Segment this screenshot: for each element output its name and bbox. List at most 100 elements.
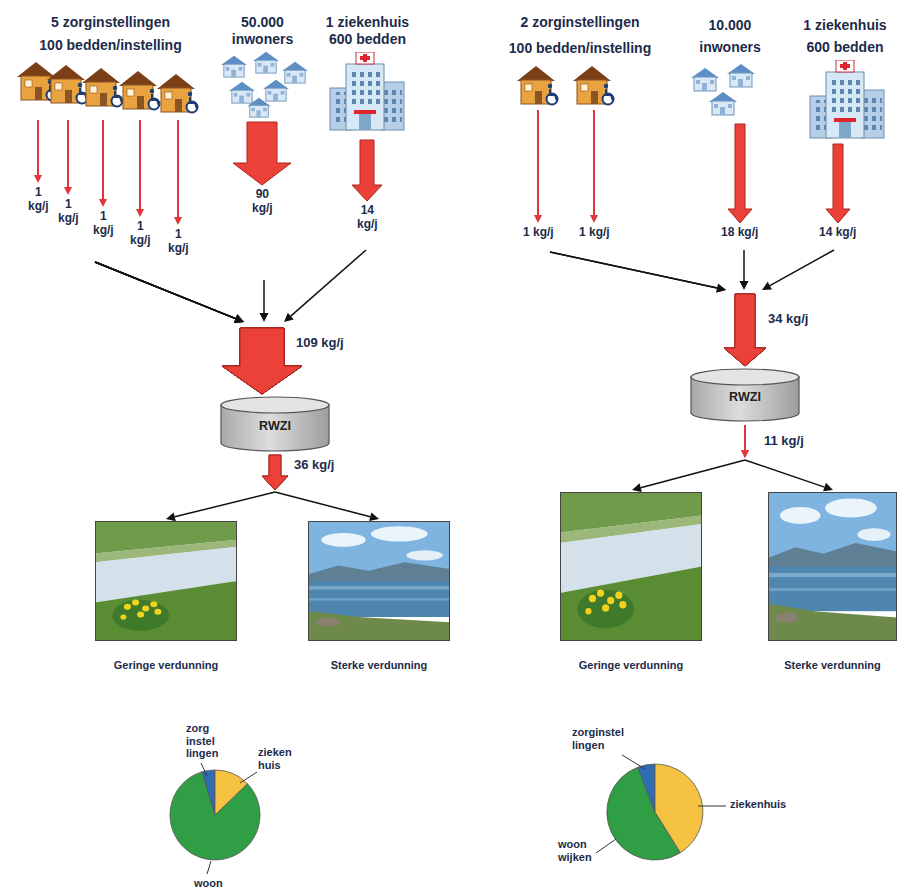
pie-label: zorginstel lingen — [572, 726, 624, 751]
flow-connector — [95, 120, 302, 394]
pie-chart — [607, 764, 703, 860]
flow-amount-label: 18 kg/j — [721, 226, 758, 240]
connector-line — [744, 425, 746, 450]
arrowhead — [534, 215, 542, 223]
source-group: 1 ziekenhuis 600 bedden — [795, 6, 895, 142]
photo-caption: Geringe verdunning — [95, 658, 237, 672]
treatment-plant-cylinder: RWZI — [690, 368, 800, 422]
leader-lines — [201, 755, 726, 874]
cylinder-top — [221, 397, 329, 413]
arrowhead — [741, 450, 749, 458]
flow-label-anchor: 1 kg/j — [168, 228, 189, 256]
photo-frame — [95, 521, 237, 641]
pie-chart — [638, 764, 655, 812]
flow-connector — [95, 120, 302, 394]
flow-label-anchor: 14 kg/j — [819, 226, 856, 240]
flow-connector — [724, 144, 850, 366]
source-heading: 100 bedden/instelling — [500, 40, 660, 57]
connector-line — [139, 120, 141, 209]
house-icons — [229, 82, 255, 103]
photo-caption: Sterke verdunning — [308, 658, 450, 672]
source-heading: 5 zorginstellingen — [8, 14, 213, 31]
connector-line — [745, 460, 824, 487]
connector-line — [291, 250, 366, 316]
source-heading: 10.000 inwoners — [699, 14, 760, 58]
house-icons — [221, 52, 755, 117]
photos — [560, 492, 702, 641]
source-heading: 1 ziekenhuis 600 bedden — [324, 14, 412, 48]
source-heading: 100 bedden/instelling — [8, 37, 213, 54]
connector-line — [37, 120, 39, 175]
flow-arrow — [222, 328, 302, 394]
flow-amount-label: 1 kg/j — [28, 186, 49, 214]
photo-frame — [308, 521, 450, 641]
flow-label-anchor: 1 kg/j — [58, 198, 79, 226]
house-icons — [253, 52, 279, 73]
connector-line — [67, 120, 69, 187]
flow-amount-label: 109 kg/j — [296, 336, 344, 351]
hospital-icons — [330, 52, 404, 130]
water-photo: Geringe verdunning — [95, 521, 237, 672]
flow-connector — [741, 425, 833, 491]
source-group: 5 zorginstellingen 100 bedden/instelling — [8, 6, 213, 118]
flow-arrow — [222, 328, 302, 394]
flow-connector — [724, 124, 766, 366]
text-label-anchor: ziekenhuis — [730, 798, 786, 811]
arrowhead — [284, 313, 294, 322]
flow-connector — [64, 120, 302, 394]
flow-arrow — [233, 122, 291, 185]
arrowhead — [260, 313, 269, 322]
flow-amount-label: 1 kg/j — [579, 226, 610, 240]
care-home-icons — [47, 65, 88, 104]
flow-arrow — [724, 294, 766, 366]
care-home-icons — [157, 74, 198, 113]
pie-chart — [170, 770, 260, 860]
flow-arrow — [222, 328, 302, 394]
arrowhead — [136, 209, 144, 217]
flow-label-anchor: 1 kg/j — [523, 226, 554, 240]
flow-connector — [534, 110, 766, 366]
arrowhead — [716, 284, 726, 293]
connector-line — [175, 492, 275, 517]
source-heading: 50.000 inwoners — [232, 14, 293, 48]
pie-label: woon wijken — [558, 838, 592, 863]
flow-arrow — [826, 144, 850, 223]
care-home-icons — [17, 62, 614, 113]
care-home-icons — [517, 66, 558, 105]
flow-arrow — [352, 140, 382, 201]
photo-frame — [560, 492, 702, 641]
flow-connector — [95, 120, 302, 394]
house-icons — [691, 68, 719, 91]
hospital-icons — [330, 52, 884, 138]
connector-line — [743, 250, 745, 281]
flow-connector — [262, 455, 379, 521]
pie-chart — [202, 770, 215, 815]
flow-arrow — [222, 328, 302, 394]
arrowhead — [590, 215, 598, 223]
photos — [95, 492, 897, 641]
text-label-anchor: zorg instel lingen — [186, 722, 218, 760]
connector-line — [744, 425, 746, 450]
pie-chart — [655, 764, 703, 853]
care-home-icons — [119, 71, 160, 110]
arrowhead — [64, 187, 72, 195]
flow-label-anchor: 14 kg/j — [357, 204, 378, 232]
flow-amount-label: 1 kg/j — [168, 228, 189, 256]
text-label-anchor: 34 kg/j — [768, 312, 808, 327]
treatment-plant-cylinder: RWZI — [220, 396, 330, 452]
flow-connector — [632, 425, 749, 492]
connector-line — [275, 492, 370, 517]
arrowhead — [741, 450, 749, 458]
flow-label-anchor: 1 kg/j — [130, 220, 151, 248]
pie-label: zorg instel lingen — [186, 722, 218, 760]
flow-arrow — [724, 294, 766, 366]
photos — [95, 521, 237, 641]
connector-line — [95, 262, 236, 319]
pie-label: woon — [194, 877, 223, 890]
connector-line — [177, 120, 179, 217]
flow-arrow — [724, 294, 766, 366]
flow-arrow — [728, 124, 752, 223]
flow-amount-label: 14 kg/j — [819, 226, 856, 240]
house-icons — [727, 64, 755, 87]
photo-frame — [768, 492, 897, 641]
